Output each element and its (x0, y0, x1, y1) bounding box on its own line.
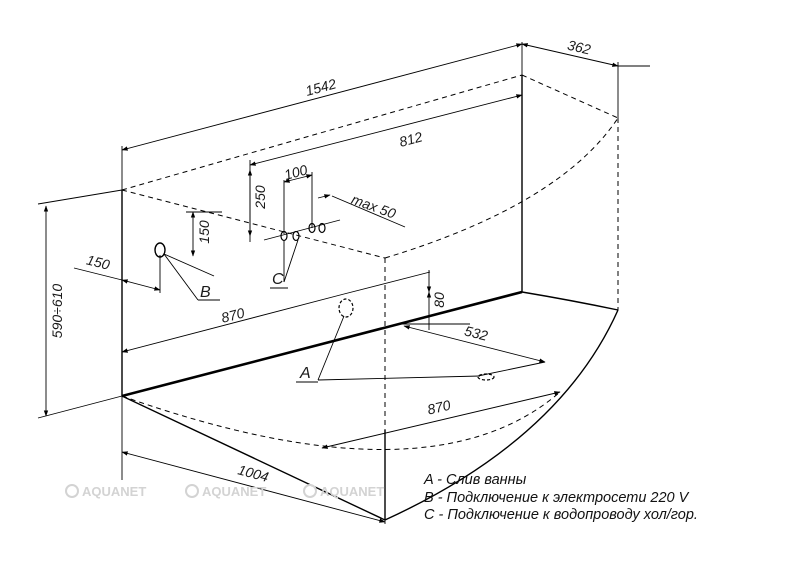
dimension-870-lower: 870 (321, 391, 561, 449)
dimension-label-812: 812 (397, 128, 424, 150)
dimension-label-362: 362 (566, 37, 593, 58)
dimension-590-610: 590÷610 (37, 189, 123, 419)
dimension-label-870-upper: 870 (220, 305, 247, 326)
floor-hidden-curve (121, 391, 561, 450)
callout-c: C (272, 271, 284, 288)
watermark-logo-text: AQUANET (320, 484, 384, 499)
drain-icon (338, 298, 354, 318)
dimension-label-1004: 1004 (236, 461, 270, 485)
dimension-362: 362 (521, 37, 650, 118)
dimension-label-max-50: max 50 (349, 191, 398, 222)
watermark-logo-text: AQUANET (82, 484, 146, 499)
dimension-150-side: 150 (73, 252, 161, 293)
connection-c: C (263, 219, 341, 289)
dimension-870-upper: 870 (121, 271, 431, 353)
connection-b: B (154, 242, 220, 301)
dimension-250: 250 (247, 169, 268, 237)
legend-item-a: A - Слив ванны (424, 472, 527, 488)
legend-item-b: B - Подключение к электросети 220 V (424, 489, 689, 506)
dimension-150-vertical: 150 (186, 211, 222, 257)
water-inlet-icon (318, 222, 326, 234)
callout-a: A (299, 365, 311, 382)
dimension-100: 100 (282, 161, 313, 234)
aquanet-logo-icon (303, 484, 317, 498)
watermark-logo-text: AQUANET (202, 484, 266, 499)
dimension-1542: 1542 (121, 42, 523, 190)
dimension-label-80: 80 (431, 292, 447, 308)
electric-socket-icon (154, 242, 166, 258)
legend: A - Слив ванны B - Подключение к электро… (424, 472, 698, 525)
dimension-80: 80 (402, 270, 470, 330)
dimension-max-50: max 50 (317, 191, 406, 228)
floor-right-edge (521, 291, 619, 311)
dimension-label-100: 100 (282, 161, 309, 183)
dimension-532: 532 (403, 323, 546, 377)
floor-front-edge (121, 395, 386, 521)
watermark: AQUANET AQUANET AQUANET (65, 484, 384, 499)
connection-a: A (296, 298, 495, 383)
dimension-label-250: 250 (252, 185, 268, 210)
top-right-rim (521, 74, 619, 119)
legend-item-c: C - Подключение к водопроводу хол/гор. (424, 507, 698, 523)
aquanet-logo-icon (185, 484, 199, 498)
drain-icon (477, 373, 495, 381)
floor-back-edge (121, 290, 523, 398)
aquanet-logo-icon (65, 484, 79, 498)
dimension-label-590-610: 590÷610 (49, 284, 65, 339)
dimension-1004: 1004 (121, 396, 386, 524)
dimension-label-150-side: 150 (85, 252, 112, 273)
callout-b: B (200, 284, 211, 301)
dimension-label-1542: 1542 (304, 75, 338, 99)
dimension-label-150-vertical: 150 (196, 220, 212, 244)
dimension-label-870-lower: 870 (426, 397, 453, 418)
top-left-rim (121, 189, 386, 259)
dimension-label-532: 532 (463, 323, 490, 344)
